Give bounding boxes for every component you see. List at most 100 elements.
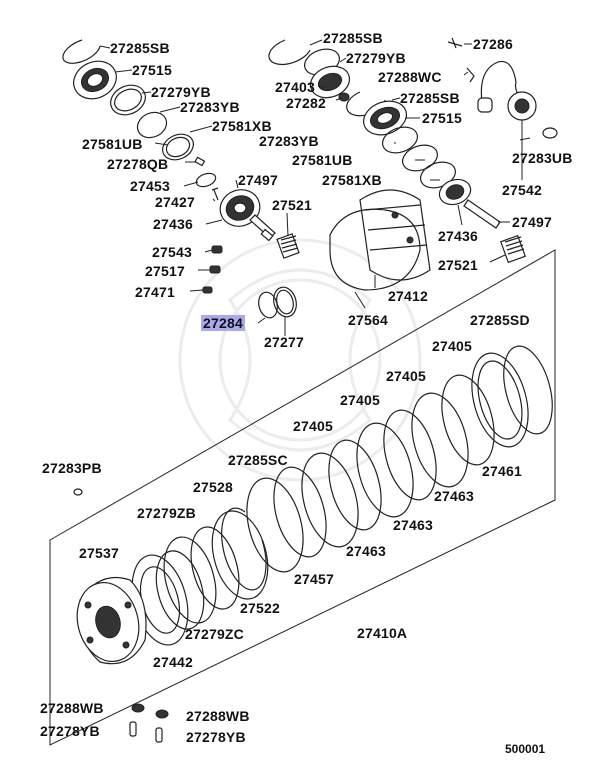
label-27410a[interactable]: 27410A (357, 625, 408, 641)
bearing-27515-b (363, 100, 407, 136)
label-27542[interactable]: 27542 (502, 182, 542, 198)
label-27285sd[interactable]: 27285SD (470, 312, 530, 328)
sensor-27542 (477, 60, 537, 121)
label-27521-a[interactable]: 27521 (272, 197, 312, 213)
drum-27412 (359, 189, 431, 281)
label-27283pb[interactable]: 27283PB (42, 460, 102, 476)
label-27471[interactable]: 27471 (135, 284, 175, 300)
label-27278yb-b[interactable]: 27278YB (186, 729, 246, 745)
disc-27405-a (441, 374, 495, 466)
label-27436-a[interactable]: 27436 (153, 216, 193, 232)
bolt-27471 (202, 286, 213, 294)
bolt-27543 (211, 245, 223, 254)
pin-27278yb-b (155, 727, 163, 743)
plate-27463-c (301, 452, 359, 548)
label-27278qb[interactable]: 27278QB (107, 156, 169, 172)
label-27285sc[interactable]: 27285SC (228, 452, 288, 468)
washer-27288wb-b (155, 709, 169, 719)
label-27463-b[interactable]: 27463 (393, 517, 433, 533)
label-27285sb-a[interactable]: 27285SB (110, 40, 170, 56)
bolt-27517 (209, 265, 221, 274)
label-27288wb-a[interactable]: 27288WB (40, 700, 104, 716)
pin-27427 (211, 187, 219, 201)
label-27453[interactable]: 27453 (130, 178, 170, 194)
label-27283yb-a[interactable]: 27283YB (180, 99, 240, 115)
gear-27436-a (219, 189, 261, 227)
drum-27537 (76, 576, 147, 665)
label-27442[interactable]: 27442 (153, 654, 193, 670)
label-27278yb-a[interactable]: 27278YB (40, 723, 100, 739)
snap-ring-27285sd (503, 345, 553, 435)
label-27581xb-a[interactable]: 27581XB (212, 118, 272, 134)
label-27283yb-b[interactable]: 27283YB (259, 133, 319, 149)
part-27453 (195, 172, 217, 188)
label-27285sb-c[interactable]: 27285SB (400, 90, 460, 106)
label-27457[interactable]: 27457 (294, 571, 334, 587)
pin-27278yb-a (129, 721, 137, 737)
label-27497-a[interactable]: 27497 (238, 172, 278, 188)
label-27497-b[interactable]: 27497 (512, 214, 552, 230)
ring-27277-inner (276, 289, 294, 315)
label-27463-a[interactable]: 27463 (434, 488, 474, 504)
pin-27288wc (466, 67, 475, 83)
part-27282 (338, 92, 350, 102)
clutch-pack-group-outline (49, 249, 556, 746)
label-27288wc[interactable]: 27288WC (378, 69, 442, 85)
pin-27278qb (194, 156, 206, 167)
snap-ring-27285sb-b (268, 39, 311, 66)
label-27517[interactable]: 27517 (145, 263, 185, 279)
plate-27463-a (411, 392, 469, 488)
label-27515-a[interactable]: 27515 (132, 62, 172, 78)
label-27288wb-b[interactable]: 27288WB (186, 708, 250, 724)
label-27279yb-b[interactable]: 27279YB (346, 50, 406, 66)
label-27528[interactable]: 27528 (193, 479, 233, 495)
plate-27522 (211, 510, 269, 600)
label-27581xb-b[interactable]: 27581XB (322, 172, 382, 188)
label-27564[interactable]: 27564 (348, 312, 388, 328)
ring-27581xb-a-inner (165, 136, 191, 158)
label-27285sb-b[interactable]: 27285SB (323, 30, 383, 46)
label-27522[interactable]: 27522 (240, 600, 280, 616)
label-27284[interactable]: 27284 (201, 315, 245, 331)
ring-27283yb-a (136, 111, 168, 139)
label-27543[interactable]: 27543 (152, 244, 192, 260)
label-27405-b[interactable]: 27405 (386, 368, 426, 384)
label-27412[interactable]: 27412 (388, 288, 428, 304)
label-27515-b[interactable]: 27515 (422, 110, 462, 126)
label-27461[interactable]: 27461 (482, 463, 522, 479)
disc-27405-d (273, 466, 327, 558)
spring-27521-b (500, 234, 526, 264)
label-27279zb[interactable]: 27279ZB (137, 505, 196, 521)
label-27405-d[interactable]: 27405 (293, 418, 333, 434)
label-27436-b[interactable]: 27436 (438, 228, 478, 244)
upper-left-parts (62, 39, 300, 319)
rod-27497-a (249, 214, 276, 242)
label-27537[interactable]: 27537 (79, 545, 119, 561)
label-27279yb-a[interactable]: 27279YB (151, 84, 211, 100)
label-27405-a[interactable]: 27405 (432, 338, 472, 354)
label-27427[interactable]: 27427 (155, 194, 195, 210)
label-27279zc[interactable]: 27279ZC (185, 626, 244, 642)
ring-27279yb-a-inner (114, 88, 142, 112)
label-27277[interactable]: 27277 (264, 334, 304, 350)
snap-ring-27285sb-a (62, 39, 101, 64)
label-27581ub-b[interactable]: 27581UB (292, 152, 353, 168)
label-27283ub[interactable]: 27283UB (512, 150, 573, 166)
ring-27284 (258, 291, 278, 319)
gear-27436-b (438, 178, 472, 206)
label-27521-b[interactable]: 27521 (438, 257, 478, 273)
ring-27581xb-a (162, 133, 194, 161)
ring-27277 (273, 286, 297, 318)
label-27286[interactable]: 27286 (473, 36, 513, 52)
bearing-27515-a (73, 60, 117, 100)
leader-lines (99, 39, 531, 336)
label-27282[interactable]: 27282 (286, 95, 326, 111)
label-27405-c[interactable]: 27405 (340, 392, 380, 408)
label-27581ub-a[interactable]: 27581UB (82, 136, 143, 152)
label-27463-c[interactable]: 27463 (346, 543, 386, 559)
part-27403 (309, 65, 351, 99)
disc-27405-c (328, 439, 382, 531)
label-27403[interactable]: 27403 (275, 79, 315, 95)
bottom-parts (129, 703, 169, 743)
